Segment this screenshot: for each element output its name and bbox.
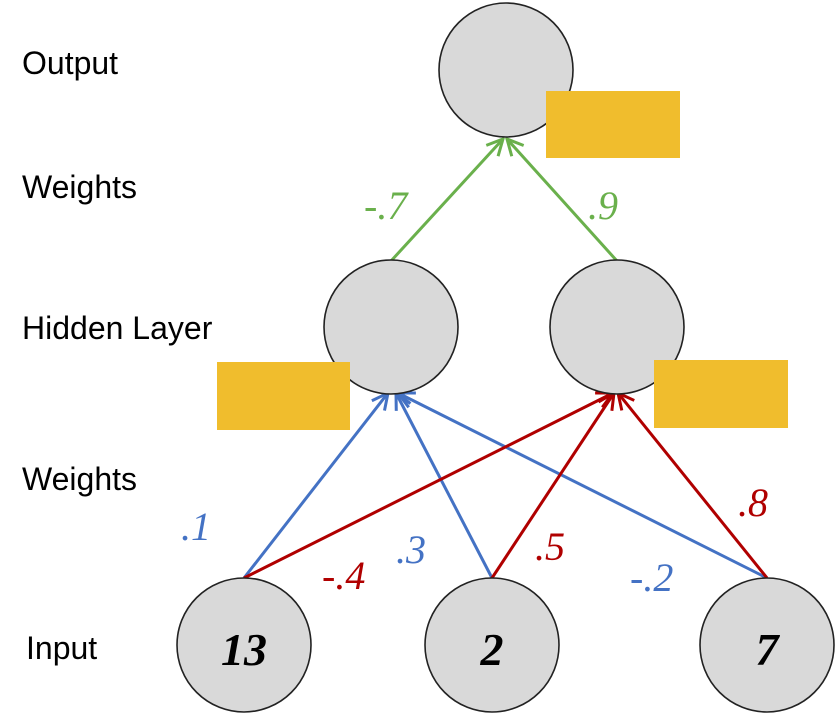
hidden-1-placeholder-box [217, 362, 350, 430]
input-node-1 [176, 577, 312, 713]
weight-in13-h1: .1 [181, 504, 211, 549]
label-output: Output [22, 45, 118, 81]
label-weights-bottom: Weights [22, 461, 137, 497]
edge-h1-out [389, 139, 503, 263]
hidden-node-2 [549, 259, 685, 395]
edge-in7-h2 [618, 393, 769, 579]
input-node-3 [699, 577, 835, 713]
edge-in13-h2 [243, 393, 613, 580]
input-node-2 [424, 577, 560, 713]
label-hidden-layer: Hidden Layer [22, 310, 213, 346]
weight-in13-h2: -.4 [322, 553, 365, 598]
output-placeholder-box [546, 91, 680, 158]
label-input: Input [26, 630, 97, 666]
weight-h1-out: -.7 [364, 183, 409, 228]
input-value-2: 2 [480, 624, 504, 675]
input-value-1: 13 [221, 624, 267, 675]
label-weights-top: Weights [22, 169, 137, 205]
edge-in7-h1 [398, 393, 768, 580]
weight-h2-out: .9 [588, 183, 618, 228]
hidden-2-placeholder-box [654, 360, 788, 428]
hidden-node-1 [323, 259, 459, 395]
input-value-3: 7 [756, 624, 781, 675]
edge-h2-out [507, 139, 619, 263]
weight-in2-h1: .3 [396, 527, 426, 572]
weight-in7-h1: -.2 [630, 555, 673, 600]
edge-in2-h1 [396, 393, 494, 579]
output-node [438, 2, 574, 138]
edge-in13-h1 [242, 393, 388, 579]
weight-in7-h2: .8 [738, 480, 768, 525]
edge-in2-h2 [490, 393, 614, 579]
weight-in2-h2: .5 [535, 524, 565, 569]
